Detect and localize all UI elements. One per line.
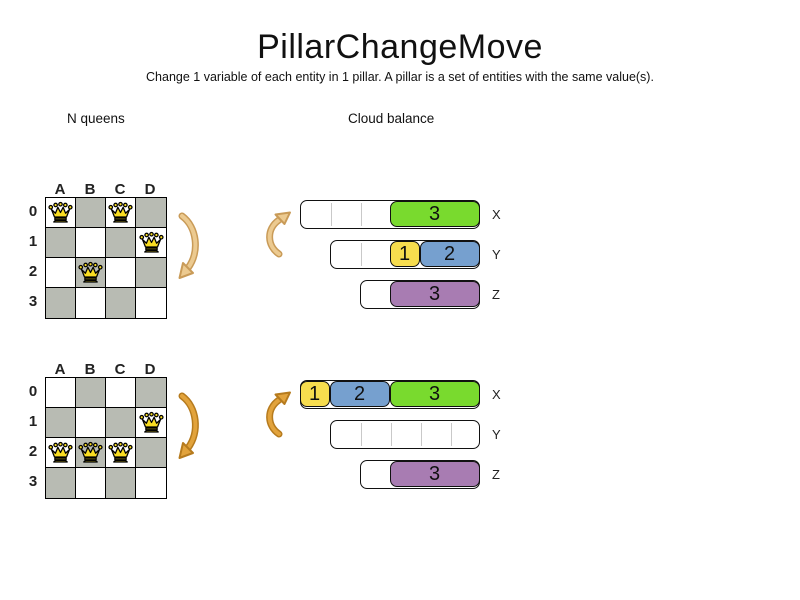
queen-icon [48, 201, 73, 223]
board-cell [136, 228, 166, 258]
column-header: C [114, 181, 126, 198]
board-cell [46, 258, 76, 288]
bar-label: Z [492, 287, 500, 302]
bar-slot-divider [331, 203, 332, 226]
board-cell [106, 228, 136, 258]
column-header: C [114, 361, 126, 378]
bar-slot-divider [361, 203, 362, 226]
process-block: 1 [389, 241, 420, 267]
queen-icon [78, 441, 103, 463]
row-label: 3 [28, 293, 38, 310]
process-block: 3 [389, 281, 480, 307]
chessboard-grid [45, 377, 167, 499]
column-header: D [144, 181, 156, 198]
process-block: 3 [389, 461, 480, 487]
row-label: 3 [28, 473, 38, 490]
process-block: 3 [389, 381, 480, 407]
board-cell [46, 228, 76, 258]
computer-z-bar: 3 [360, 460, 480, 489]
board-cell [46, 288, 76, 318]
column-header: D [144, 361, 156, 378]
board-cell [76, 468, 106, 498]
nqueens-board-after: A B C D 0 1 2 3 [24, 361, 174, 506]
queen-icon [138, 411, 164, 433]
board-cell [106, 408, 136, 438]
board-cell [46, 468, 76, 498]
page-title: PillarChangeMove [257, 28, 543, 66]
bar-slot-divider [361, 423, 362, 446]
board-cell [136, 408, 166, 438]
column-header: B [84, 181, 96, 198]
board-cell [106, 378, 136, 408]
queen-icon [108, 441, 133, 463]
move-arrow-down-icon [170, 211, 206, 286]
board-cell [106, 198, 136, 228]
bar-label: Z [492, 467, 500, 482]
board-cell [76, 288, 106, 318]
process-block: 3 [389, 201, 480, 227]
board-cell [76, 258, 106, 288]
computer-y-bar [330, 420, 480, 449]
queen-icon [138, 231, 164, 253]
column-header: B [84, 361, 96, 378]
board-cell [76, 228, 106, 258]
process-block: 1 [299, 381, 330, 407]
bar-label: Y [492, 247, 501, 262]
board-cell [46, 378, 76, 408]
move-arrow-down-icon [170, 391, 206, 466]
board-cell [106, 438, 136, 468]
row-label: 1 [28, 413, 38, 430]
nqueens-board-before: A B C D 0 1 2 3 [24, 181, 174, 326]
board-cell [136, 438, 166, 468]
board-cell [106, 468, 136, 498]
chessboard-grid [45, 197, 167, 319]
board-cell [106, 258, 136, 288]
column-header: A [54, 181, 66, 198]
bar-label: X [492, 387, 501, 402]
board-cell [136, 258, 166, 288]
board-cell [136, 378, 166, 408]
queen-icon [78, 261, 103, 283]
bar-label: Y [492, 427, 501, 442]
row-label: 2 [28, 263, 38, 280]
board-cell [106, 288, 136, 318]
bar-slot-divider [451, 423, 452, 446]
board-cell [76, 408, 106, 438]
column-header: A [54, 361, 66, 378]
bar-slot-divider [391, 423, 392, 446]
row-label: 2 [28, 443, 38, 460]
move-arrow-up-icon [262, 210, 298, 263]
board-cell [46, 198, 76, 228]
board-cell [136, 288, 166, 318]
queen-icon [48, 441, 73, 463]
page-subtitle: Change 1 variable of each entity in 1 pi… [146, 70, 654, 84]
bar-slot-divider [421, 423, 422, 446]
process-block: 2 [419, 241, 480, 267]
bar-slot-divider [361, 243, 362, 266]
row-label: 1 [28, 233, 38, 250]
move-arrow-up-icon [262, 390, 298, 443]
nqueens-heading: N queens [67, 111, 125, 126]
board-cell [46, 438, 76, 468]
row-label: 0 [28, 383, 38, 400]
cloud-heading: Cloud balance [348, 111, 435, 126]
board-cell [76, 198, 106, 228]
board-cell [136, 468, 166, 498]
board-cell [46, 408, 76, 438]
bar-label: X [492, 207, 501, 222]
row-label: 0 [28, 203, 38, 220]
board-cell [76, 438, 106, 468]
computer-x-bar: 3 [300, 200, 480, 229]
process-block: 2 [329, 381, 390, 407]
computer-z-bar: 3 [360, 280, 480, 309]
board-cell [136, 198, 166, 228]
queen-icon [108, 201, 133, 223]
board-cell [76, 378, 106, 408]
